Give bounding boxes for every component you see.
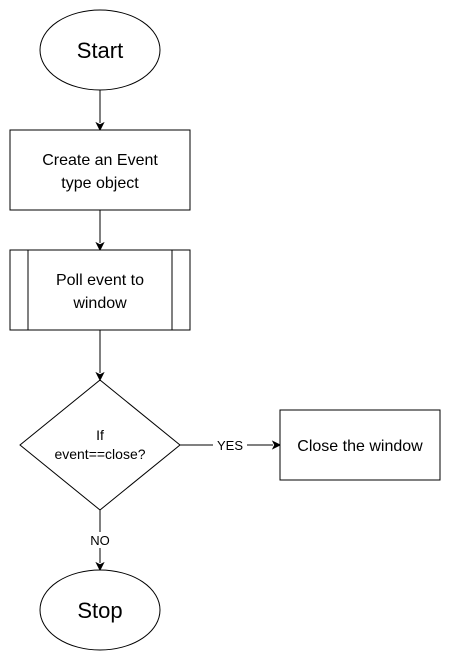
create-event-node: Create an Event type object	[9, 129, 191, 211]
stop-node: Stop	[39, 569, 161, 651]
yes-label: YES	[217, 438, 243, 453]
edge-yes: YES	[180, 437, 282, 453]
poll-event-label-line2: window	[72, 295, 127, 312]
poll-event-label-line1: Poll event to	[56, 272, 144, 289]
stop-ellipse	[39, 569, 161, 651]
close-window-label: Close the window	[297, 438, 423, 455]
edge-poll-to-decision	[95, 330, 105, 382]
poll-event-node: Poll event to window	[9, 249, 191, 331]
edge-create-to-poll	[95, 210, 105, 252]
create-event-box	[9, 129, 191, 211]
stop-label: Stop	[77, 598, 122, 623]
create-event-label-line1: Create an Event	[42, 152, 158, 169]
close-window-box	[279, 409, 441, 481]
decision-label-line1: If	[96, 427, 104, 443]
edge-no: NO	[87, 510, 113, 572]
start-label: Start	[77, 38, 123, 63]
no-label: NO	[90, 533, 110, 548]
decision-node: If event==close?	[19, 379, 181, 511]
decision-diamond	[19, 379, 181, 511]
start-node: Start	[39, 9, 161, 91]
poll-event-box	[9, 249, 191, 331]
close-window-node: Close the window	[279, 409, 441, 481]
create-event-label-line2: type object	[61, 175, 139, 192]
edge-start-to-create	[95, 90, 105, 132]
decision-label-line2: event==close?	[54, 446, 145, 462]
